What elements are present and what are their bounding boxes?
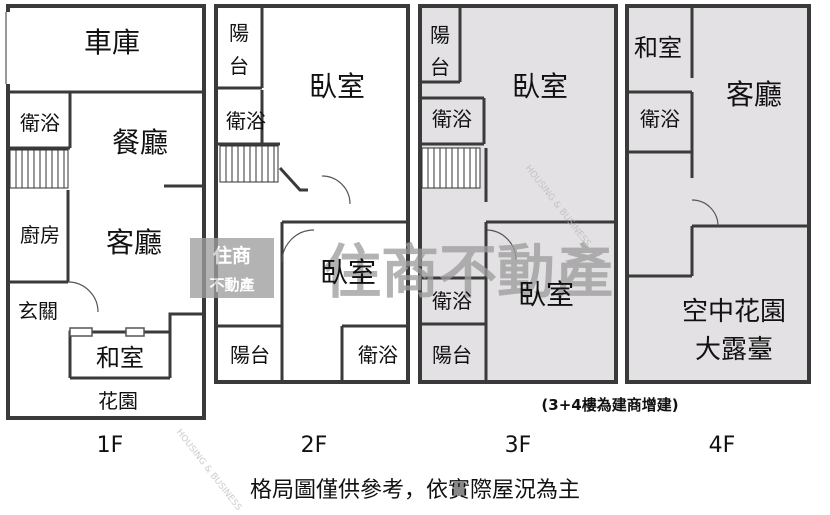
watermark-logo-top: 住商: [213, 244, 251, 267]
room-label-living-1f: 客廳: [106, 226, 162, 259]
room-label-bath-2f-1: 衛浴: [226, 109, 266, 133]
room-label-foyer: 玄關: [18, 299, 58, 323]
room-label-bath-3f-1: 衛浴: [432, 107, 472, 131]
tatami-window: [69, 327, 93, 337]
floor-3f-outline: [418, 4, 618, 384]
room-label-tatami-4f: 和室: [634, 34, 682, 62]
stairs-1f: [9, 149, 69, 189]
room-label-terrace: 大露臺: [695, 335, 773, 365]
floor-plan-4f: [625, 4, 811, 384]
bedroom-2f-door-2: [281, 229, 315, 263]
floor-4f-outline: [625, 4, 811, 384]
bedroom-2f-door: [321, 175, 351, 205]
room-label-bedroom-3f-1: 臥室: [512, 70, 568, 103]
watermark-text: 住商不動產: [323, 238, 613, 306]
entry-door-arc: [67, 281, 99, 313]
room-label-bedroom-3f-2: 臥室: [518, 278, 574, 311]
room-label-bedroom-2f-2: 臥室: [320, 256, 376, 289]
room-label-living-4f: 客廳: [726, 78, 782, 111]
floor-plan-2f: [214, 4, 410, 384]
room-label-tatami-1f: 和室: [96, 344, 144, 372]
tatami-window-2: [125, 327, 145, 337]
room-label-bath-3f-2: 衛浴: [432, 289, 472, 313]
room-label-balcony-3f-2: 陽台: [432, 343, 472, 367]
watermark-small-text-2: HOUSING & BUSINESS: [174, 428, 244, 513]
floor-plan-1f: [5, 4, 206, 420]
room-label-balcony-3f-b: 台: [430, 55, 450, 79]
garden-4f-door: [691, 199, 719, 227]
hall-2f-wall: [278, 166, 308, 192]
stairs-2f: [219, 145, 279, 183]
room-label-bath-2f-2: 衛浴: [358, 343, 398, 367]
room-label-sky-garden: 空中花園: [682, 297, 786, 327]
caption: 格局圖僅供參考，依實際屋況為主: [250, 478, 580, 503]
floor-label-1f: 1F: [97, 433, 124, 458]
room-label-bath-1f: 衛浴: [20, 111, 60, 135]
watermark-logo-box: [190, 238, 274, 298]
room-label-balcony-3f-a: 陽: [430, 23, 450, 47]
floor-label-4f: 4F: [709, 433, 736, 458]
room-label-kitchen: 廚房: [20, 223, 60, 247]
floor-label-2f: 2F: [301, 433, 328, 458]
room-label-balcony-2f-b: 台: [229, 54, 249, 78]
room-label-garden: 花園: [98, 389, 138, 413]
floor-plan-3f: [418, 4, 618, 384]
room-label-balcony-2f-2: 陽台: [230, 343, 270, 367]
room-label-bath-4f: 衛浴: [640, 107, 680, 131]
note-text: (3+4樓為建商增建): [541, 396, 678, 414]
room-label-bedroom-2f-1: 臥室: [309, 70, 365, 103]
room-label-dining: 餐廳: [112, 126, 168, 159]
stairs-3f: [421, 147, 481, 189]
floor-label-3f: 3F: [505, 433, 532, 458]
watermark-logo-bottom: 不動產: [209, 276, 254, 294]
floor-2f-outline: [214, 4, 410, 384]
room-label-garage: 車庫: [84, 26, 140, 59]
room-label-balcony-2f-a: 陽: [229, 21, 249, 45]
bedroom-3f-door: [485, 229, 517, 261]
